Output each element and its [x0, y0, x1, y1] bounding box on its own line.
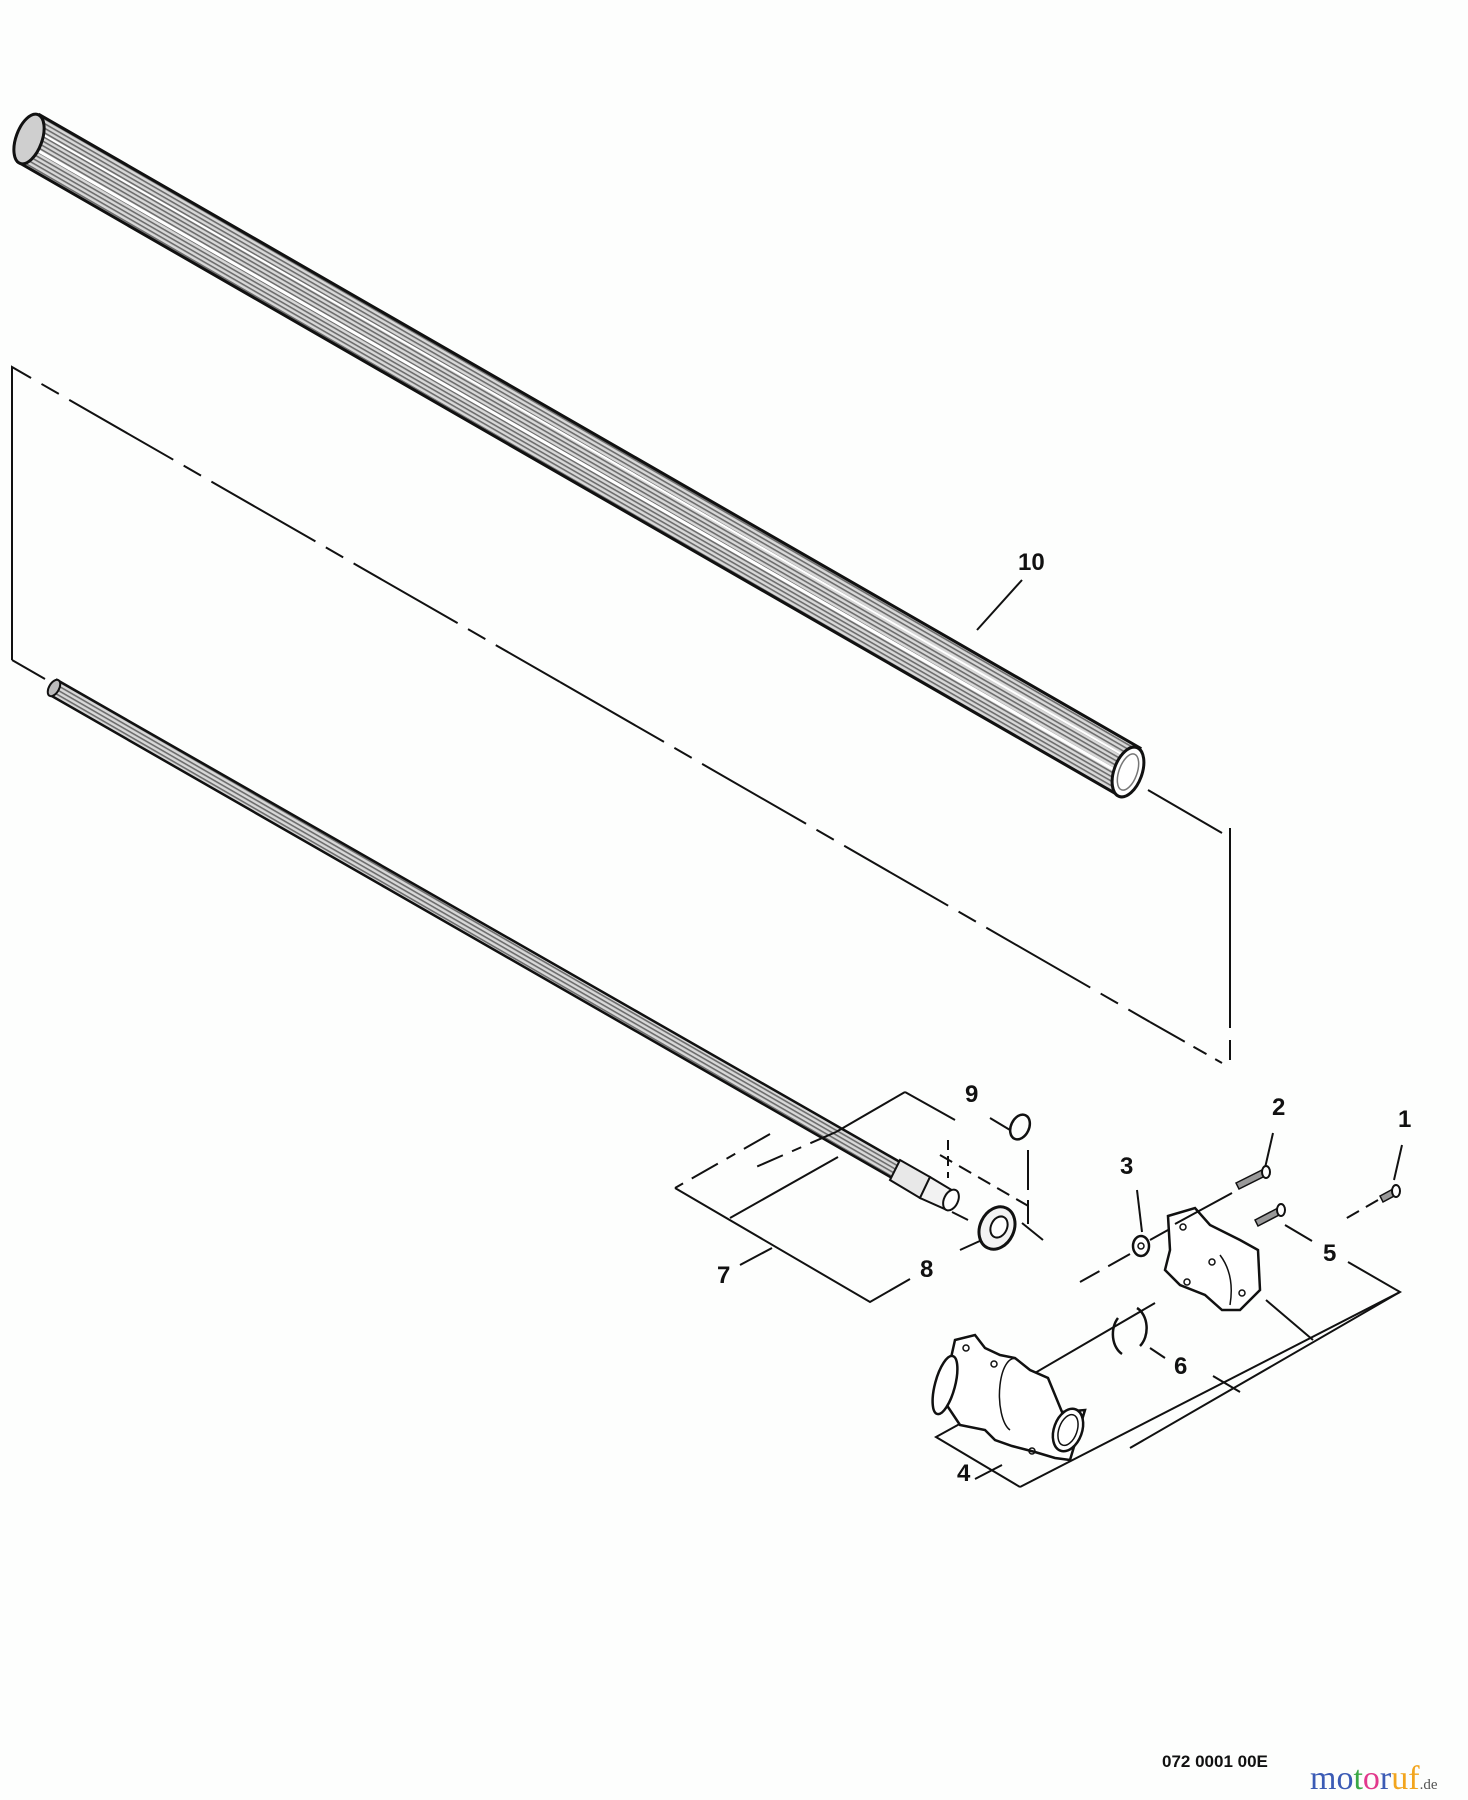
- brand-letter: f: [1408, 1760, 1420, 1797]
- brand-letter: t: [1353, 1760, 1363, 1797]
- brand-tld: .de: [1419, 1777, 1438, 1793]
- callout-1: 1: [1398, 1106, 1412, 1133]
- callout-4: 4: [957, 1460, 971, 1487]
- bracket-4-6: [933, 1224, 1402, 1488]
- callout-9: 9: [965, 1081, 979, 1108]
- screw-part-1: [1339, 1144, 1403, 1223]
- callout-3: 3: [1120, 1153, 1134, 1180]
- brand-watermark: motoruf.de: [1310, 1762, 1437, 1796]
- callout-5: 5: [1323, 1240, 1337, 1267]
- screw-part-2: [1174, 1132, 1286, 1228]
- callout-10: 10: [1018, 549, 1045, 576]
- brand-letter: o: [1362, 1760, 1380, 1797]
- tube-assembly-outline: [11, 365, 1231, 1067]
- housing-part-4: [931, 1333, 1087, 1462]
- callout-2: 2: [1272, 1094, 1286, 1121]
- callout-6: 6: [1174, 1353, 1188, 1380]
- leader-10: [976, 579, 1023, 631]
- bearing-part-8: [977, 1205, 1017, 1251]
- clamp-half-part-5: [1163, 1206, 1262, 1312]
- brand-letter: o: [1336, 1760, 1354, 1797]
- bracket-7-9: [674, 1091, 1044, 1304]
- callout-7: 7: [717, 1262, 731, 1289]
- brand-letter: u: [1391, 1760, 1409, 1797]
- circlip-part-9: [1008, 1113, 1032, 1141]
- callout-8: 8: [920, 1256, 934, 1283]
- washer-part-3: [1079, 1189, 1169, 1283]
- brand-letter: m: [1310, 1760, 1337, 1797]
- drawing-code: 072 0001 00E: [1162, 1752, 1268, 1771]
- outer-tube-part-10: [12, 112, 1146, 799]
- snap-ring-part-6: [1111, 1306, 1166, 1359]
- drive-shaft: [46, 678, 960, 1212]
- brand-letter: r: [1379, 1760, 1392, 1797]
